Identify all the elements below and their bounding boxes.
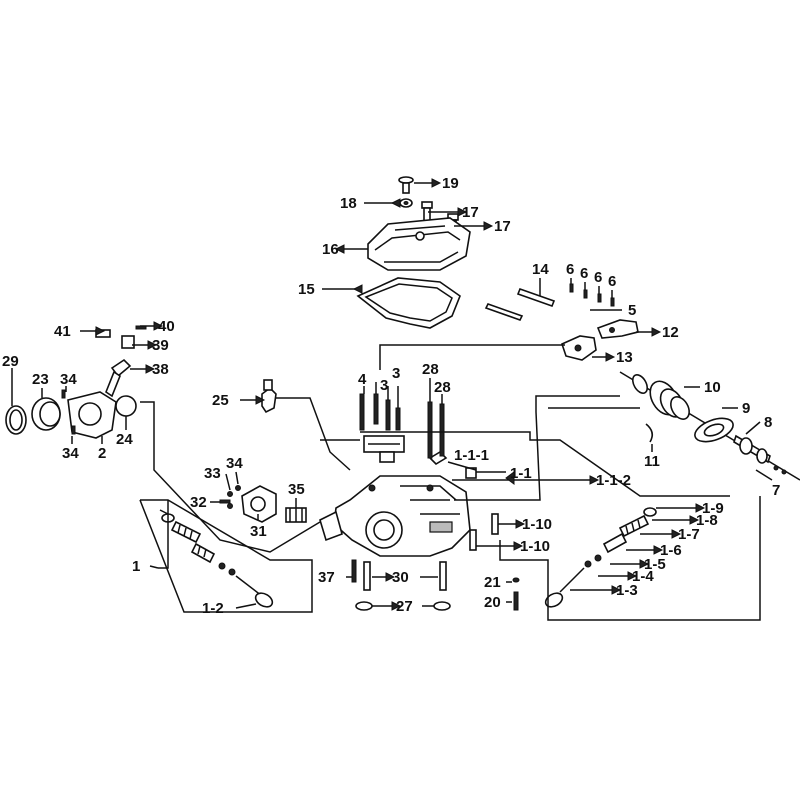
cap-bolt-part: [398, 176, 414, 194]
label-1-1: 1-1: [510, 465, 532, 482]
label-34c: 34: [62, 445, 79, 462]
valve-guide-parts: [363, 435, 477, 479]
cylinder-head-part: [319, 475, 471, 557]
label-14: 14: [532, 261, 549, 278]
label-25: 25: [212, 392, 229, 409]
label-1-6: 1-6: [660, 542, 682, 559]
label-24: 24: [116, 431, 133, 448]
label-9: 9: [742, 400, 750, 417]
lower-bolts-part: [351, 559, 520, 611]
label-7: 7: [772, 482, 780, 499]
label-1-10b: 1-10: [520, 538, 550, 555]
right-valve-group-part: [544, 507, 657, 608]
label-3a: 3: [392, 365, 400, 382]
label-4: 4: [358, 371, 367, 388]
label-12: 12: [662, 324, 679, 341]
label-8: 8: [764, 414, 772, 431]
label-34a: 34: [226, 455, 243, 472]
label-1-1-2: 1-1-2: [596, 472, 631, 489]
label-1-7: 1-7: [678, 526, 700, 543]
label-2: 2: [98, 445, 106, 462]
label-13: 13: [616, 349, 633, 366]
label-37: 37: [318, 569, 335, 586]
label-1-10a: 1-10: [522, 516, 552, 533]
label-1-5: 1-5: [644, 556, 666, 573]
label-3b: 3: [380, 377, 388, 394]
rocker-arm-part-2: [561, 335, 597, 361]
fitting-part: [285, 507, 307, 523]
camshaft-assembly-part: [619, 371, 800, 481]
label-20: 20: [484, 594, 501, 611]
label-1-2: 1-2: [202, 600, 224, 617]
cylinder-head-cover-part: [367, 217, 471, 271]
label-19: 19: [442, 175, 459, 192]
label-1: 1: [132, 558, 140, 575]
head-bolts-part: [359, 393, 401, 431]
rocker-shaft-part: [484, 287, 556, 321]
leader-lines: [11, 182, 773, 621]
thermostat-assembly-part: [5, 389, 137, 439]
label-17b: 17: [494, 218, 511, 235]
label-35: 35: [288, 481, 305, 498]
label-39: 39: [152, 337, 169, 354]
label-18: 18: [340, 195, 357, 212]
label-16: 16: [322, 241, 339, 258]
label-28a: 28: [422, 361, 439, 378]
label-1-9: 1-9: [702, 500, 724, 517]
label-41: 41: [54, 323, 71, 340]
label-1-8: 1-8: [696, 512, 718, 529]
rocker-arm-part: [596, 319, 639, 339]
label-6a: 6: [566, 261, 574, 278]
label-6c: 6: [594, 269, 602, 286]
cover-gasket-part: [356, 277, 461, 329]
dowel-pins-part: [469, 513, 499, 551]
label-1-3: 1-3: [616, 582, 638, 599]
label-17a: 17: [462, 204, 479, 221]
label-32: 32: [190, 494, 207, 511]
label-5: 5: [628, 302, 636, 319]
label-21: 21: [484, 574, 501, 591]
washer-part: [399, 198, 413, 208]
label-10: 10: [704, 379, 721, 396]
part-number-labels: 19 18 17 17 16 15 14 6 6 6 6 5 12 13 10 …: [2, 175, 780, 617]
label-29: 29: [2, 353, 19, 370]
label-30: 30: [392, 569, 409, 586]
leader-arrowheads: [95, 178, 706, 611]
label-33: 33: [204, 465, 221, 482]
spark-plug-part: [261, 379, 277, 414]
left-valve-group-part: [159, 509, 274, 608]
label-1-1-1: 1-1-1: [454, 447, 489, 464]
label-31: 31: [250, 523, 267, 540]
label-6b: 6: [580, 265, 588, 282]
label-34b: 34: [60, 371, 77, 388]
label-23: 23: [32, 371, 49, 388]
label-27: 27: [396, 598, 413, 615]
temperature-sensor-part: [95, 325, 147, 398]
label-11: 11: [644, 453, 660, 470]
label-40: 40: [158, 318, 175, 335]
label-38: 38: [152, 361, 169, 378]
label-15: 15: [298, 281, 315, 298]
label-6d: 6: [608, 273, 616, 290]
stud-bolts-part: [427, 401, 445, 459]
pump-housing-part: [219, 485, 277, 523]
label-1-4: 1-4: [632, 568, 654, 585]
label-28b: 28: [434, 379, 451, 396]
